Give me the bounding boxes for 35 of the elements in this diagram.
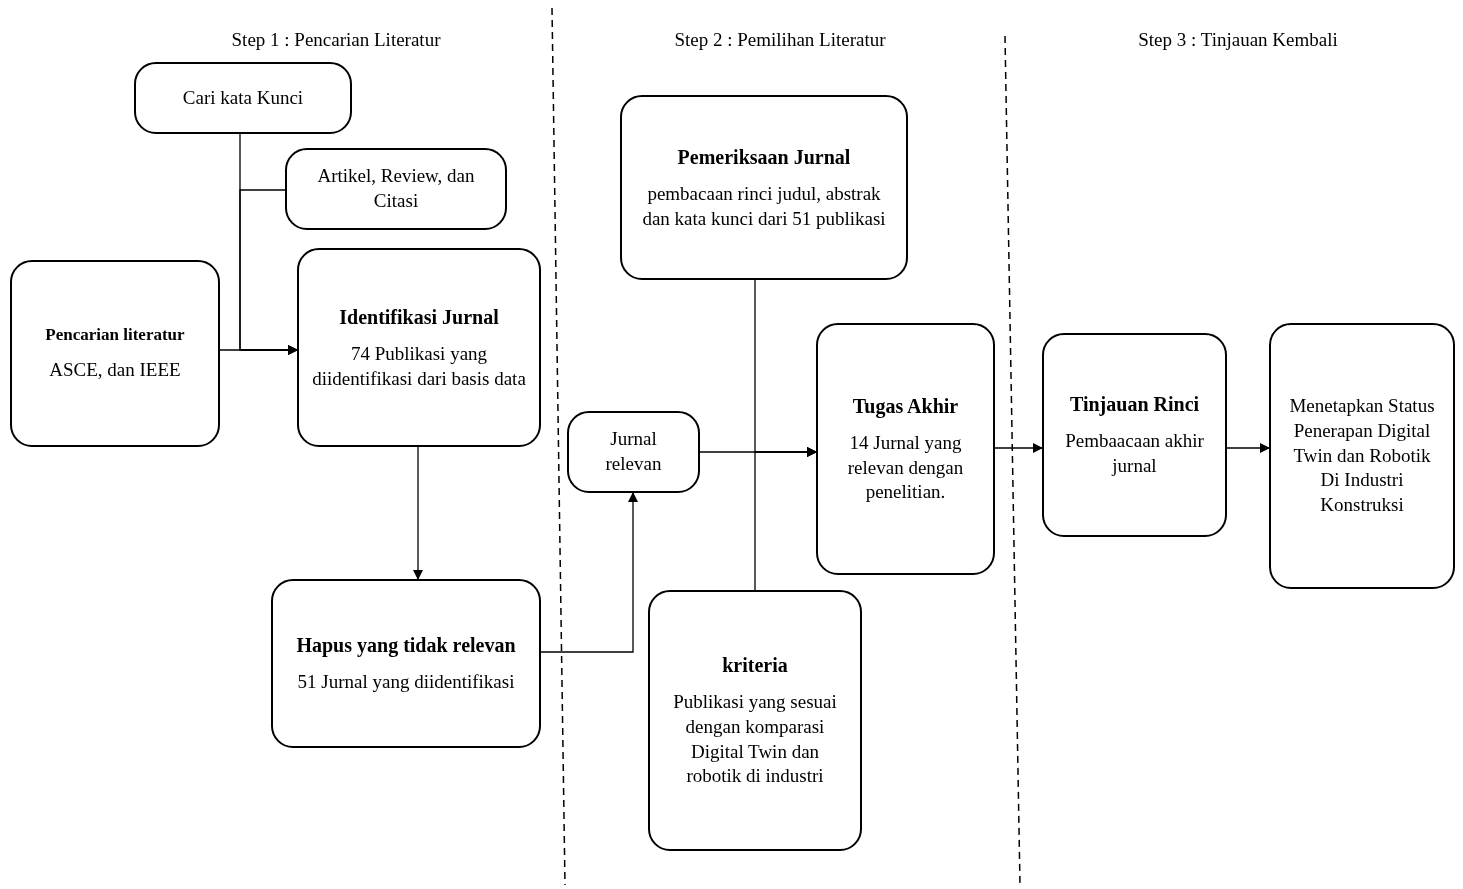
box-text: pembacaan rinci judul, abstrak dan kata kunci dari 51 publikasi	[641, 181, 887, 231]
process-box	[648, 590, 862, 851]
box-text: 14 Jurnal yang relevan dengan penelitian.	[846, 430, 965, 505]
box-heading: Pencarian literatur	[45, 324, 185, 347]
arrow	[1226, 443, 1270, 453]
process-box	[567, 411, 700, 493]
box-heading: Identifikasi Jurnal	[339, 304, 499, 330]
box-heading: Hapus yang tidak relevan	[296, 633, 516, 659]
box-text: Cari kata Kunci	[182, 85, 304, 110]
box-text: Jurnal relevan	[604, 427, 663, 476]
arrow	[540, 492, 638, 653]
box-text: Artikel, Review, dan Citasi	[316, 164, 476, 213]
process-box	[134, 62, 352, 134]
box-text: 51 Jurnal yang diidentifikasi	[297, 670, 515, 695]
process-box	[620, 95, 908, 280]
process-box	[816, 323, 995, 575]
box-heading: Tinjauan Rinci	[1069, 392, 1200, 418]
box-text: ASCE, dan IEEE	[49, 358, 181, 383]
arrow	[754, 447, 817, 591]
arrow	[413, 446, 423, 580]
process-box	[1042, 333, 1227, 537]
box-heading: kriteria	[722, 653, 788, 679]
process-box	[1269, 323, 1455, 589]
box-heading: Tugas Akhir	[852, 393, 959, 419]
box-text: Pembaacaan akhir jurnal	[1064, 429, 1205, 478]
process-box	[285, 148, 507, 230]
box-text: Menetapkan Status Penerapan Digital Twin dan Robotik Di Industri Konstruksi	[1288, 394, 1436, 518]
box-heading: Pemeriksaan Jurnal	[677, 144, 851, 170]
arrow	[994, 443, 1043, 453]
process-box	[10, 260, 220, 447]
process-box	[271, 579, 541, 748]
box-text: Publikasi yang sesuai dengan komparasi Digital Twin dan robotik di industri	[672, 690, 838, 789]
box-text: 74 Publikasi yang diidentifikasi dari basis data	[311, 341, 527, 391]
arrow	[219, 345, 298, 355]
process-box	[297, 248, 541, 447]
